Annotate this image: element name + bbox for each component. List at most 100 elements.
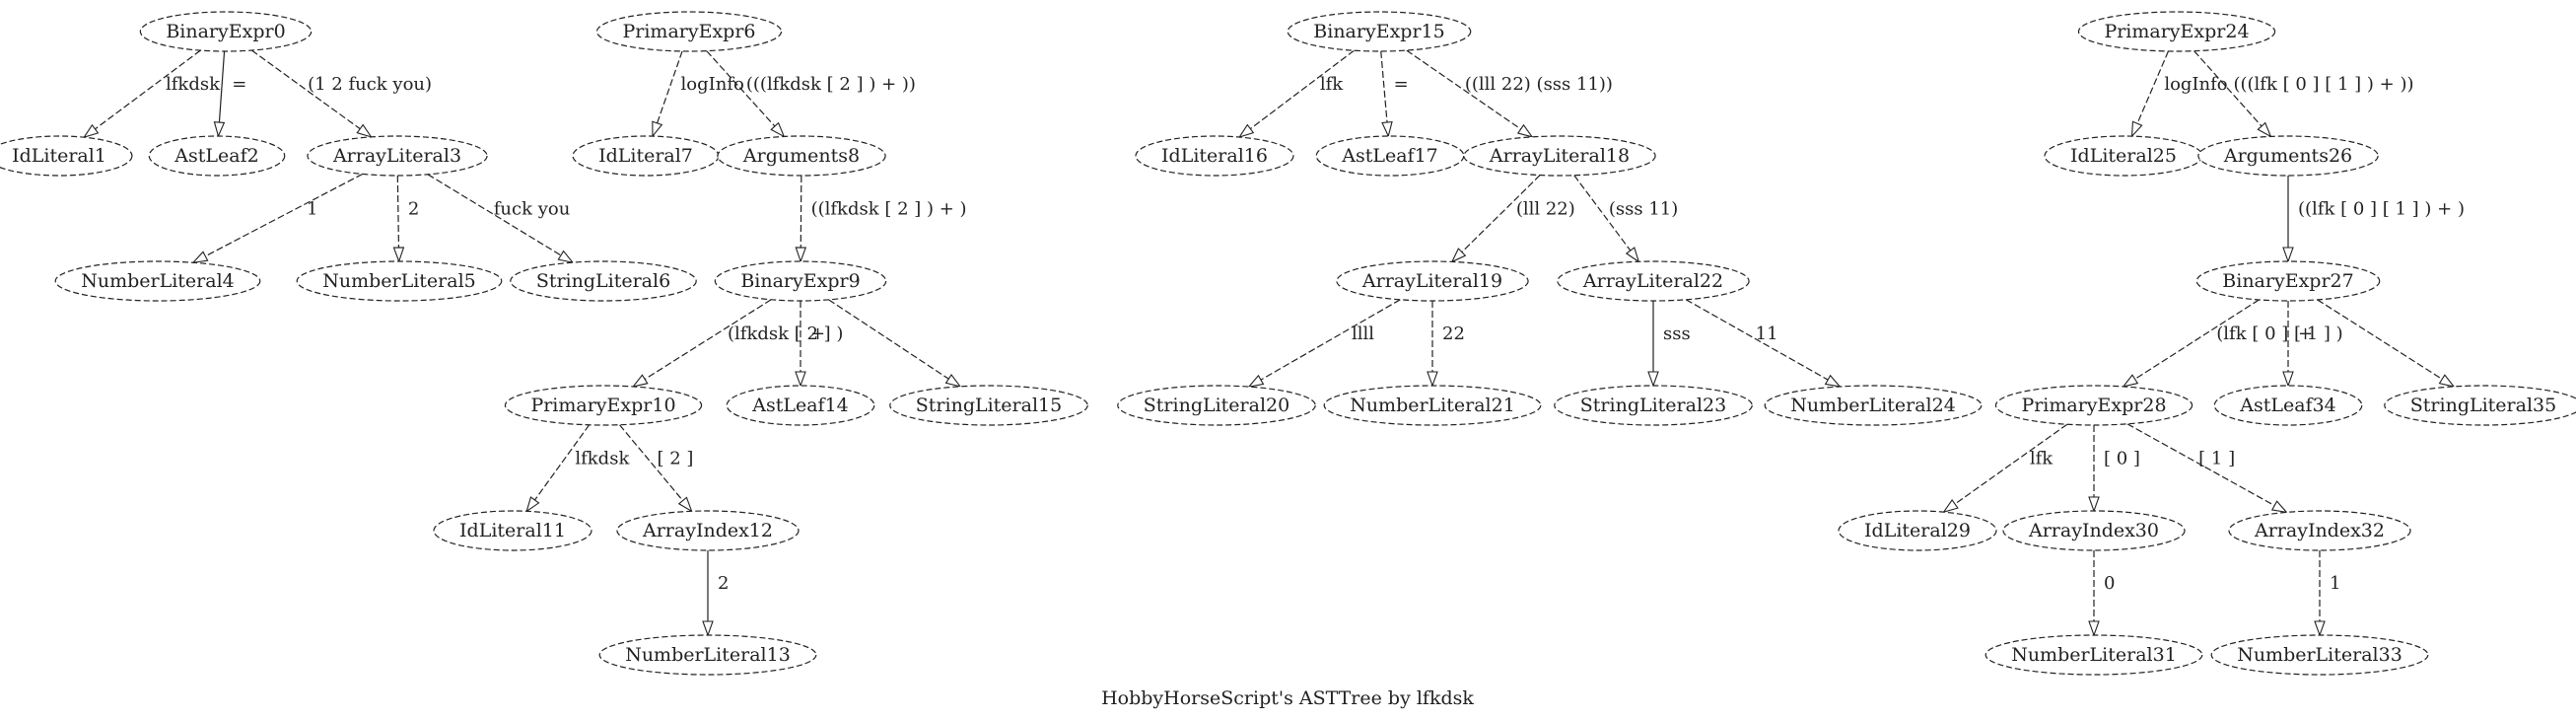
edge-line (427, 174, 562, 256)
edge-line (2134, 299, 2260, 380)
node-label: NumberLiteral24 (1790, 395, 1956, 416)
node-number-literal-24: NumberLiteral24 (1764, 385, 1983, 426)
node-array-index-32: ArrayIndex32 (2228, 510, 2411, 551)
edge-line (95, 49, 201, 130)
arrowhead-icon (631, 374, 649, 388)
edge-binary-expr-27-to-ast-leaf-34: + (2282, 301, 2313, 388)
node-ellipse (510, 260, 697, 302)
node-label: ArrayIndex30 (2028, 520, 2159, 541)
node-label: IdLiteral25 (2070, 145, 2177, 167)
node-number-literal-33: NumberLiteral33 (2210, 634, 2429, 676)
node-array-literal-18: ArrayLiteral18 (1463, 135, 1656, 177)
edge-line (1954, 423, 2068, 505)
edge-primary-expr-28-to-id-literal-29: lfk (1942, 423, 2068, 514)
node-ellipse (2195, 260, 2381, 302)
node-label: IdLiteral11 (459, 520, 566, 541)
arrowhead-icon (82, 123, 100, 139)
node-ellipse (148, 135, 286, 177)
node-label: StringLiteral23 (1580, 395, 1726, 416)
edge-primary-expr-6-to-arguments-8: (((lfkdsk [ 2 ] ) + )) (706, 50, 916, 138)
node-id-literal-1: IdLiteral1 (0, 135, 133, 177)
node-label: NumberLiteral21 (1350, 395, 1515, 416)
edge-label: (lll 22) (1516, 198, 1575, 219)
node-array-literal-3: ArrayLiteral3 (307, 135, 488, 177)
edge-primary-expr-10-to-id-literal-11: lfkdsk (525, 424, 630, 513)
node-number-literal-4: NumberLiteral4 (54, 260, 261, 302)
edge-array-literal-18-to-array-literal-19: (lll 22) (1450, 175, 1575, 263)
arrowhead-icon (2122, 374, 2139, 388)
edge-label: logInfo (2164, 74, 2227, 95)
edge-primary-expr-28-to-array-index-30: [ 0 ] (2088, 425, 2140, 513)
edge-array-index-30-to-number-literal-31: 0 (2088, 550, 2115, 637)
edge-label: ((lfk [ 0 ] [ 1 ] ) + ) (2298, 198, 2465, 219)
edge-label: fuck you (494, 198, 571, 219)
edge-binary-expr-9-to-primary-expr-10: (lfkdsk [ 2 ] ) (631, 299, 843, 388)
node-ellipse (307, 135, 488, 177)
arrowhead-icon (1381, 121, 1393, 138)
node-ellipse (616, 510, 800, 551)
node-ellipse (2210, 634, 2429, 676)
arrowhead-icon (677, 496, 693, 513)
node-binary-expr-15: BinaryExpr15 (1287, 11, 1472, 52)
edge-label: ((lll 22) (sss 11)) (1465, 74, 1613, 95)
edge-line (2126, 423, 2275, 507)
edge-binary-expr-15-to-ast-leaf-17: = (1380, 50, 1409, 138)
edge-arguments-8-to-binary-expr-9: ((lfkdsk [ 2 ] ) + ) (795, 175, 967, 263)
node-primary-expr-10: PrimaryExpr10 (504, 385, 703, 426)
node-string-literal-35: StringLiteral35 (2384, 385, 2576, 426)
node-arguments-26: Arguments26 (2197, 135, 2379, 177)
node-label: PrimaryExpr28 (2021, 395, 2166, 416)
node-ellipse (1323, 385, 1542, 426)
node-binary-expr-0: BinaryExpr0 (139, 11, 313, 52)
edge-label: 1 (2330, 573, 2340, 594)
edge-array-literal-3-to-number-literal-5: 2 (392, 175, 419, 263)
node-ellipse (2213, 385, 2363, 426)
edge-arguments-26-to-binary-expr-27: ((lfk [ 0 ] [ 1 ] ) + ) (2282, 176, 2465, 263)
edge-line (396, 175, 400, 249)
arrowhead-icon (2438, 374, 2456, 388)
node-label: IdLiteral29 (1864, 520, 1971, 541)
node-ellipse (2228, 510, 2411, 551)
node-ellipse (1838, 510, 1997, 551)
arrowhead-icon (795, 371, 806, 388)
edge-array-literal-3-to-string-literal-6: fuck you (427, 174, 575, 263)
edge-line (1249, 49, 1355, 130)
node-label: ArrayLiteral3 (332, 145, 461, 167)
edge-line (1461, 175, 1541, 253)
edge-line (828, 299, 949, 380)
node-label: BinaryExpr15 (1313, 21, 1444, 42)
node-ellipse (139, 11, 313, 52)
edge-array-literal-18-to-array-literal-22: (sss 11) (1573, 175, 1678, 263)
edge-array-literal-3-to-number-literal-4: 1 (191, 173, 363, 263)
node-ast-leaf-34: AstLeaf34 (2213, 385, 2363, 426)
node-label: BinaryExpr0 (166, 21, 285, 42)
node-label: StringLiteral20 (1144, 395, 1289, 416)
edge-line (619, 424, 684, 501)
node-label: Arguments8 (742, 145, 860, 167)
arrowhead-icon (1647, 371, 1659, 388)
node-label: NumberLiteral4 (81, 270, 235, 292)
node-ellipse (2002, 510, 2186, 551)
arrowhead-icon (1942, 499, 1959, 514)
node-id-literal-29: IdLiteral29 (1838, 510, 1997, 551)
node-label: AstLeaf14 (751, 395, 849, 416)
edge-label: = (1394, 74, 1409, 95)
node-id-literal-16: IdLiteral16 (1135, 135, 1294, 177)
node-label: IdLiteral7 (598, 145, 693, 167)
edge-label: 1 (307, 198, 317, 219)
arrowhead-icon (2257, 121, 2272, 138)
edge-binary-expr-9-to-ast-leaf-14: + (795, 301, 825, 388)
node-id-literal-11: IdLiteral11 (433, 510, 592, 551)
edge-label: ((lfkdsk [ 2 ] ) + ) (811, 198, 967, 219)
node-ellipse (717, 135, 886, 177)
node-ellipse (1984, 634, 2203, 676)
edge-binary-expr-9-to-string-literal-15 (828, 299, 962, 388)
arrowhead-icon (1824, 374, 1842, 388)
edge-binary-expr-0-to-array-literal-3: (1 2 fuck you) (250, 49, 432, 138)
node-label: AstLeaf2 (174, 145, 258, 167)
edge-label: 0 (2104, 573, 2115, 594)
edge-label: (((lfkdsk [ 2 ] ) + )) (746, 74, 916, 95)
node-label: ArrayLiteral18 (1489, 145, 1630, 167)
edge-label: logInfo (681, 74, 744, 95)
